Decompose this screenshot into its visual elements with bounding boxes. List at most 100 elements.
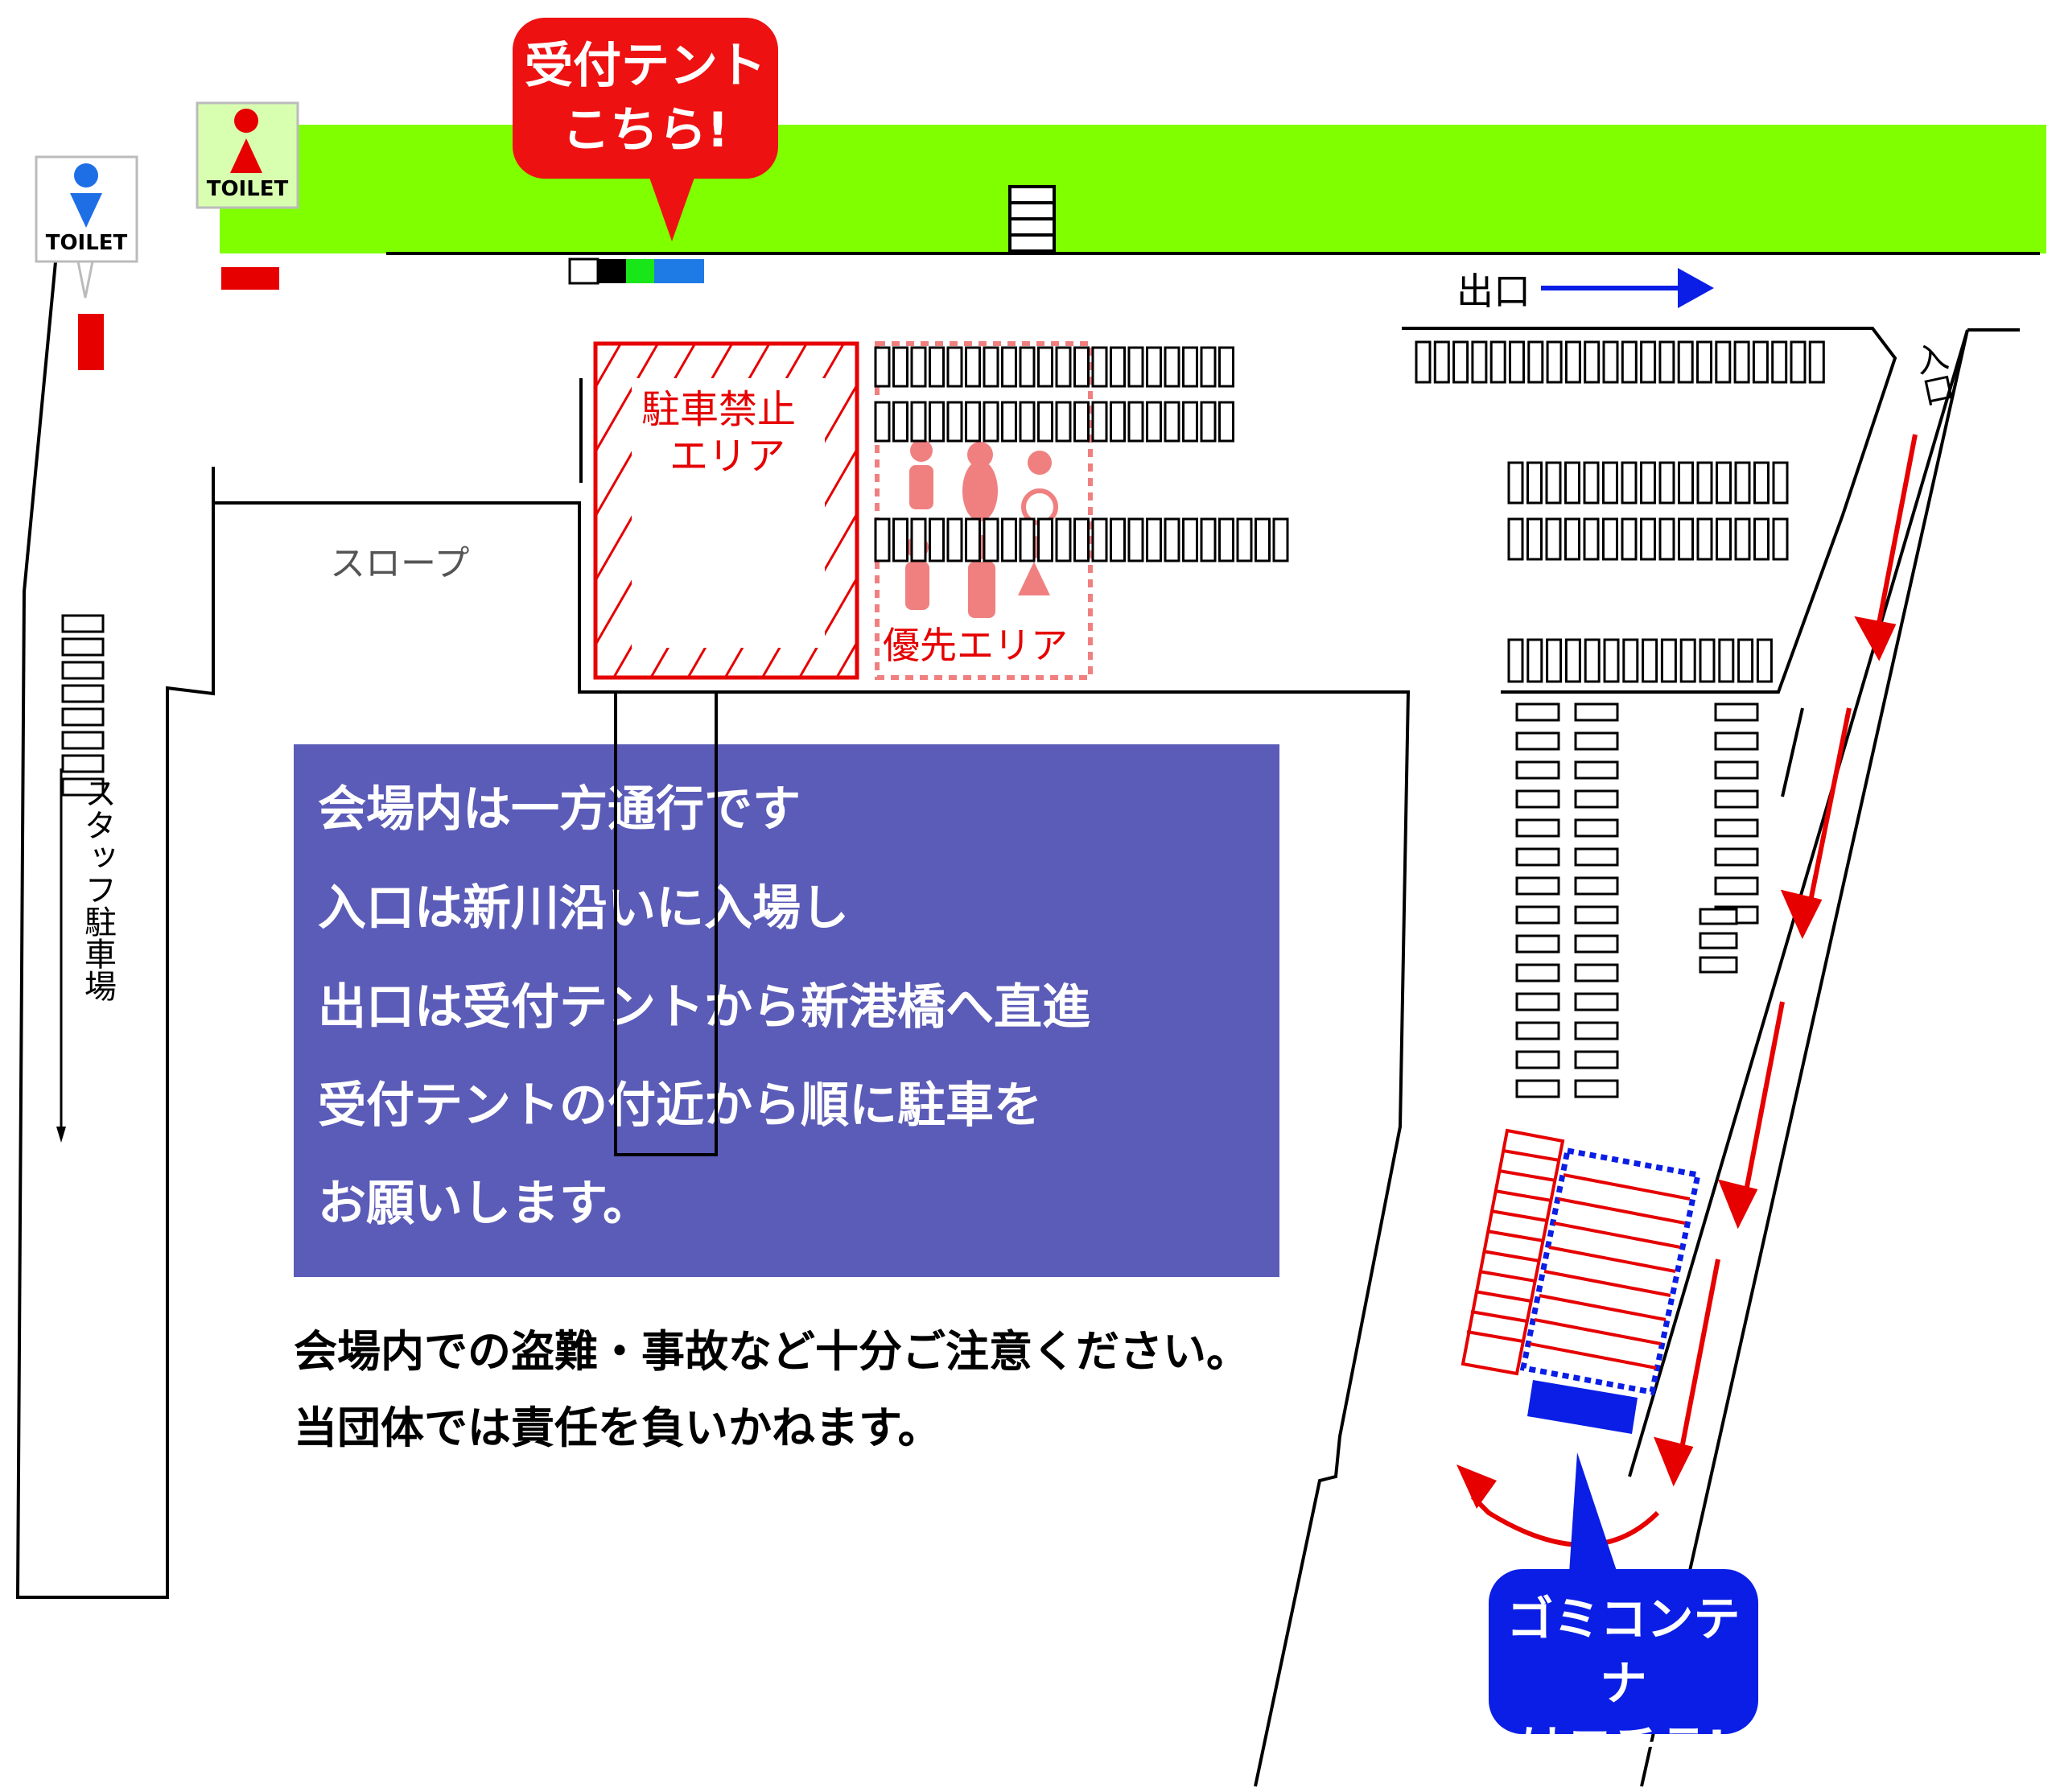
parking-stall [1658,340,1675,384]
parking-stall [1714,702,1759,722]
parking-stall [61,731,105,750]
parking-stall [1272,517,1289,562]
parking-stall [1037,517,1053,562]
parking-stall [61,614,105,633]
parking-stall [1415,340,1432,384]
parking-stall [1564,340,1581,384]
parking-stall [874,401,891,443]
parking-stall [910,346,927,388]
parking-stall [1574,818,1619,838]
parking-stall [892,517,908,562]
parking-stall [1055,517,1072,562]
parking-stall [1790,340,1807,384]
parking-stall [1164,517,1180,562]
parking-stall [1584,638,1601,683]
parking-stall [1714,847,1759,867]
parking-stall [1621,340,1638,384]
parking-stall [1808,340,1825,384]
parking-stall [1752,340,1769,384]
parking-stall [1621,517,1638,561]
parking-stall [1714,789,1759,809]
parking-stall [1515,702,1560,722]
parking-stall [1127,517,1144,562]
toilet-block-red [221,267,279,290]
parking-stall [1658,517,1675,561]
parking-stall [1679,638,1696,683]
reception-tents [568,257,704,285]
parking-stall [1515,760,1560,780]
parking-stall [1471,340,1488,384]
parking-stall [1182,401,1198,443]
parking-stall [1146,346,1162,388]
parking-stall [1642,638,1658,683]
parking-stall [910,517,927,562]
parking-stall [1019,346,1036,388]
parking-stall [1678,517,1694,561]
parking-stall [1756,638,1773,683]
parking-stall [874,517,891,562]
parking-stall [1699,956,1738,974]
parking-stall [1127,346,1144,388]
garbage-callout-pointer [1569,1452,1617,1573]
parking-stall [1640,340,1657,384]
parking-stall [1507,517,1524,561]
toilet-label-right: TOILET [206,177,289,201]
parking-stall [61,637,105,657]
parking-stall [1583,461,1600,505]
garbage-container [1527,1380,1638,1434]
parking-stall [1200,401,1217,443]
parking-stall [1507,461,1524,505]
parking-stall [1603,638,1620,683]
parking-stall [1622,638,1639,683]
info-box: 会場内は一方通行です 入口は新川沿いに入場し 出口は受付テントから新港橋へ直進 … [294,744,1279,1277]
parking-stall [1055,346,1072,388]
parking-stall [1714,876,1759,896]
parking-stall [1696,340,1712,384]
notice-line-2: 当団体では責任を負いかねます。 [294,1403,941,1453]
garbage-callout: ゴミコンテナ はコチラ! [1489,1569,1758,1775]
parking-stall [1574,702,1619,722]
parking-stall [1200,346,1217,388]
parking-stall [1602,517,1618,561]
parking-stall [1146,401,1162,443]
parking-stall [1772,461,1789,505]
parking-stall [1255,517,1271,562]
garbage-callout-line2: はコチラ! [1519,1720,1728,1775]
parking-stall [1564,517,1580,561]
parking-stall [1433,340,1450,384]
parking-stall [1574,789,1619,809]
parking-stall [1200,517,1217,562]
no-parking-area-2 [1461,1128,1702,1434]
parking-stall [892,401,908,443]
parking-stall [1771,340,1788,384]
reception-callout-pointer [648,173,696,241]
parking-stall [1574,1050,1619,1069]
parking-stall [1602,461,1618,505]
parking-stall [1489,340,1506,384]
info-line-4: 受付テントの付近から順に駐車を [318,1077,1042,1134]
parking-stall [1507,638,1524,683]
no-parking-label-1: 駐車禁止 [641,387,796,432]
parking-stall [965,517,981,562]
parking-stall [1658,461,1675,505]
parking-stall [61,684,105,703]
priority-label: 優先エリア [883,624,1068,667]
parking-stall [1574,1021,1619,1040]
male-icon [74,163,98,187]
parking-stall [1055,401,1072,443]
toilet-label-left: TOILET [45,231,128,255]
parking-stall [892,346,908,388]
parking-stall [1545,517,1562,561]
parking-stall [1546,340,1563,384]
parking-stall [1564,638,1581,683]
parking-stall [1182,346,1198,388]
toilet-block-blue [78,314,104,370]
parking-stall [1110,401,1126,443]
parking-stall [1716,461,1732,505]
info-line-5: お願いします。 [318,1176,651,1232]
parking-stall [1515,934,1560,954]
parking-stall [1677,340,1694,384]
road-outlines [15,252,2040,1787]
parking-stall [1737,638,1754,683]
